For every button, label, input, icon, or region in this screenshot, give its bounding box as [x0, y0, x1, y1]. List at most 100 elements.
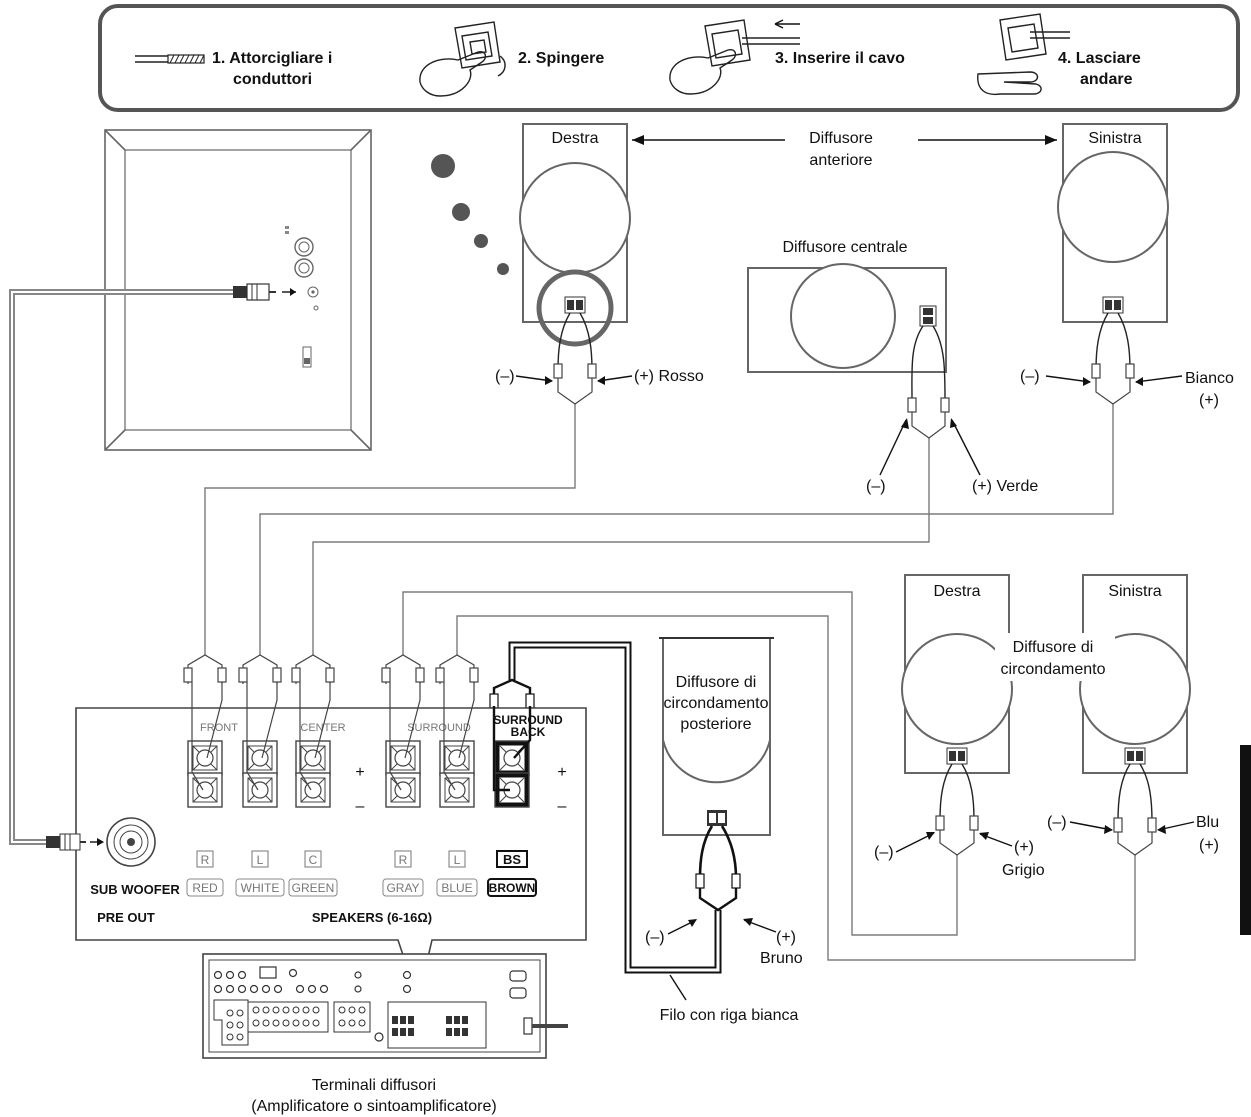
- step-3-number: 3.: [775, 50, 788, 67]
- surround-back-plus-line2: Bruno: [760, 950, 803, 967]
- surround-back-terminal: [707, 810, 727, 826]
- step-3-label: Inserire il cavo: [793, 50, 905, 67]
- center-terminal: [919, 305, 937, 327]
- color-box-4: [436, 878, 478, 897]
- surround-speaker-right: Destra: [901, 574, 1013, 821]
- step-2-label: Spingere: [536, 50, 605, 67]
- surround-right-plus-line2: Grigio: [1002, 862, 1045, 879]
- plus-sign-left: +: [355, 764, 364, 781]
- speaker-terminal-2: [295, 682, 331, 808]
- surround-group-label-line1: Diffusore di: [1013, 639, 1094, 656]
- surround-back-group-label-line1: SURROUND: [493, 713, 563, 727]
- release-lever-hand-icon: [977, 13, 1070, 96]
- color-box-5: [487, 878, 537, 897]
- channel-box-5: [496, 850, 528, 868]
- front-left-plus-line1: Bianco: [1185, 370, 1234, 387]
- channel-letter-3: R: [399, 853, 408, 867]
- speaker-cables: [204, 404, 1136, 974]
- color-box-2: [288, 878, 338, 897]
- speaker-terminal-5: [492, 706, 532, 808]
- surround-speaker-left: Sinistra: [1079, 574, 1191, 823]
- speaker-terminal-1: [242, 682, 278, 808]
- surround-back-plus-line1: (+): [776, 929, 796, 946]
- speakers-impedance-label: SPEAKERS (6-16Ω): [312, 910, 432, 925]
- surround-right-minus: (–): [874, 844, 894, 861]
- front-left-minus: (–): [1020, 368, 1040, 385]
- front-group-arrows: [632, 135, 1057, 145]
- channel-box-2: [304, 850, 322, 868]
- cable-ends: [183, 363, 1157, 912]
- svg-text:4. Lasciare: 4. Lasciare: [1058, 50, 1141, 67]
- channel-letter-2: C: [309, 853, 318, 867]
- step-1-number: 1.: [212, 50, 225, 67]
- push-lever-hand-icon: [419, 21, 506, 97]
- receiver-rear-panel: [202, 953, 568, 1059]
- surround-back-minus: (–): [645, 929, 665, 946]
- insert-wire-hand-icon: [669, 19, 800, 95]
- subwoofer-rca-plug: [233, 283, 296, 301]
- front-group-label-line2: anteriore: [809, 152, 872, 169]
- surround-back-label-line3: posteriore: [680, 716, 751, 733]
- minus-sign-right: –: [558, 798, 567, 815]
- receiver-caption-line2: (Amplificatore o sintoamplificatore): [251, 1098, 496, 1115]
- surround-right-label: Destra: [933, 583, 980, 600]
- channel-box-1: [251, 850, 269, 868]
- surround-back-group-label-line2: BACK: [511, 725, 546, 739]
- front-left-label: Sinistra: [1088, 130, 1141, 147]
- surround-back-label-line1: Diffusore di: [676, 674, 757, 691]
- surround-back-label-line2: circondamento: [664, 695, 769, 712]
- subwoofer-pre-out-jack: [46, 817, 156, 867]
- polarity-labels: (–) (+) Rosso (–) Bianco (+) (–) (+) Ver…: [495, 368, 1234, 1024]
- surround-right-terminal: [946, 747, 968, 765]
- front-right-plus: (+) Rosso: [634, 368, 704, 385]
- surround-group-label-line2: circondamento: [1001, 661, 1106, 678]
- channel-box-4: [448, 850, 466, 868]
- twisted-wire-icon: [135, 54, 205, 64]
- white-stripe-wire-label: Filo con riga bianca: [660, 1007, 799, 1024]
- channel-letter-4: L: [454, 853, 461, 867]
- surround-right-plus-line1: (+): [1014, 839, 1034, 856]
- receiver-terminal-panel: FRONT CENTER SURROUND SURROUND BACK + – …: [46, 682, 587, 1003]
- center-speaker: Diffusore centrale: [747, 239, 947, 401]
- color-box-3: [382, 878, 424, 897]
- receiver-caption-line1: Terminali diffusori: [312, 1077, 436, 1094]
- speaker-terminal-blocks: [187, 682, 532, 808]
- step-4-label-line2: andare: [1080, 71, 1133, 88]
- speaker-terminal-3: [385, 682, 421, 808]
- svg-text:1. Attorcigliare i: 1. Attorcigliare i: [212, 50, 332, 67]
- channel-letter-5: BS: [503, 852, 521, 867]
- surround-left-minus: (–): [1047, 814, 1067, 831]
- step-1-label: Attorcigliare i: [229, 50, 332, 67]
- surround-left-plus-line1: Blu: [1196, 814, 1219, 831]
- pre-out-label: PRE OUT: [97, 910, 155, 925]
- minus-sign-left: –: [356, 798, 365, 815]
- front-group-label-line1: Diffusore: [809, 130, 873, 147]
- color-label-3: GRAY: [386, 881, 419, 895]
- color-label-0: RED: [192, 881, 218, 895]
- front-right-label: Destra: [551, 130, 598, 147]
- surround-left-label: Sinistra: [1108, 583, 1161, 600]
- plus-sign-right: +: [557, 764, 566, 781]
- color-box-1: [235, 878, 285, 897]
- decorative-dots: [431, 154, 509, 275]
- step-2-number: 2.: [518, 50, 531, 67]
- step-4-number: 4.: [1058, 50, 1071, 67]
- surround-left-plus-line2: (+): [1199, 837, 1219, 854]
- step-1-label-line2: conduttori: [233, 71, 312, 88]
- channel-letter-0: R: [201, 853, 210, 867]
- color-label-4: BLUE: [441, 881, 472, 895]
- channel-letter-1: L: [257, 853, 264, 867]
- surround-group-label: SURROUND: [407, 722, 471, 734]
- color-label-1: WHITE: [241, 881, 280, 895]
- instruction-steps-panel: 1. Attorcigliare i conduttori 2. Spinger…: [98, 4, 1240, 112]
- front-left-terminal: [1102, 296, 1124, 314]
- color-label-5: BROWN: [489, 881, 536, 895]
- front-right-terminal: [564, 296, 586, 314]
- speaker-terminal-0: [187, 682, 223, 808]
- subwoofer-label: SUB WOOFER: [90, 882, 180, 897]
- page-side-tab: [1240, 745, 1251, 935]
- center-speaker-label: Diffusore centrale: [782, 239, 907, 256]
- color-box-0: [186, 878, 224, 897]
